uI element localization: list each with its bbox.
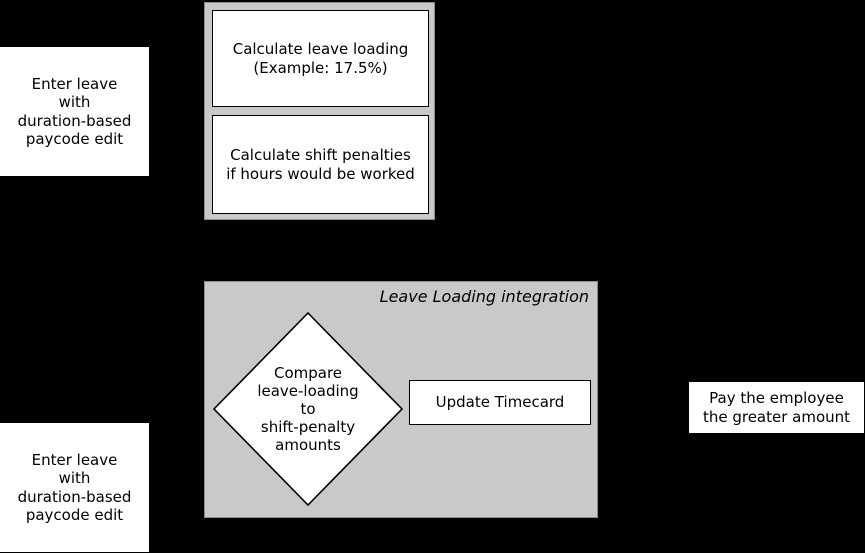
node-enter-leave-top: Enter leave with duration-based paycode …: [0, 46, 150, 177]
group-label-leave-loading-integration: Leave Loading integration: [379, 287, 589, 306]
node-decision-compare: Compare leave-loading to shift-penalty a…: [213, 312, 403, 506]
node-update-timecard: Update Timecard: [409, 380, 591, 425]
node-pay-employee: Pay the employee the greater amount: [688, 381, 865, 434]
node-decision-label: Compare leave-loading to shift-penalty a…: [257, 364, 359, 454]
node-enter-leave-bottom: Enter leave with duration-based paycode …: [0, 422, 150, 553]
group-calculations: Calculate leave loading (Example: 17.5%)…: [204, 2, 435, 220]
diamond-shape-icon: [213, 312, 403, 506]
group-leave-loading-integration: Leave Loading integration Compare leave-…: [204, 281, 598, 518]
node-calculate-shift-penalties: Calculate shift penalties if hours would…: [212, 115, 429, 214]
node-calculate-leave-loading: Calculate leave loading (Example: 17.5%): [212, 10, 429, 107]
